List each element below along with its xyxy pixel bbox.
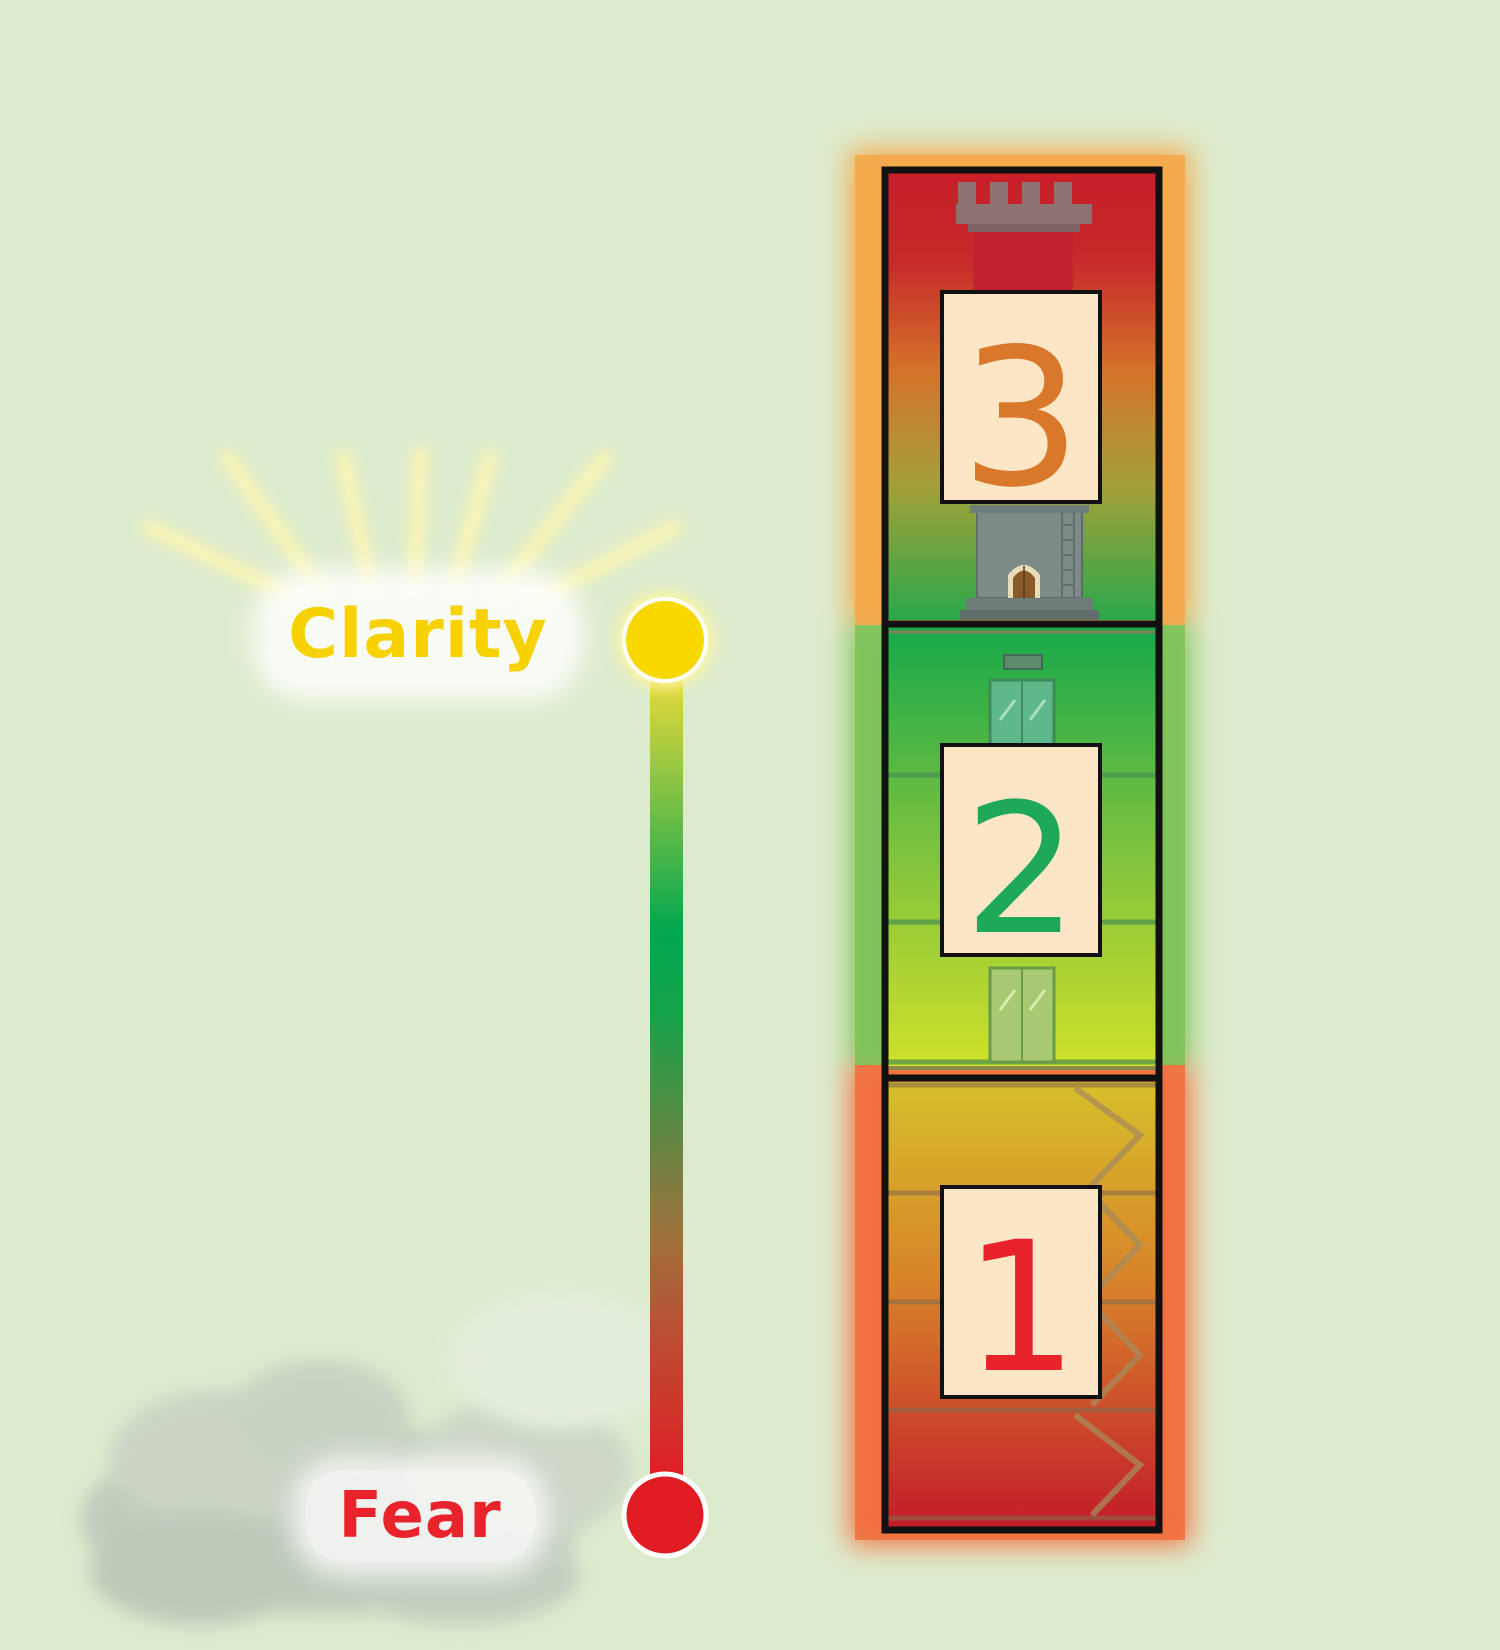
elevator-bottom-icon	[988, 966, 1056, 1064]
storm-cloud-icon	[80, 1290, 670, 1625]
level-3-number-card	[940, 290, 1102, 504]
level-1-number-card	[940, 1185, 1102, 1399]
castle-battlement-icon	[956, 182, 1092, 232]
castle-base-icon	[960, 505, 1099, 620]
building-frame	[881, 166, 1163, 1534]
level-3-panel: 3	[886, 172, 1158, 620]
fear-label: Fear	[305, 1470, 535, 1562]
staircase-icon	[1073, 1085, 1145, 1518]
fear-dot	[621, 1471, 709, 1559]
clarity-dot	[622, 597, 708, 683]
level-1-panel: 1	[886, 1082, 1158, 1532]
sun-rays-icon	[142, 447, 683, 608]
clarity-fear-scale-bar	[650, 678, 683, 1478]
clarity-label: Clarity	[268, 585, 568, 685]
level-3-number: 3	[961, 308, 1082, 529]
level-2-number: 2	[964, 766, 1079, 975]
level-1-number: 1	[964, 1204, 1079, 1413]
level-2-panel: 2	[886, 626, 1158, 1066]
level-2-number-card	[940, 743, 1102, 957]
